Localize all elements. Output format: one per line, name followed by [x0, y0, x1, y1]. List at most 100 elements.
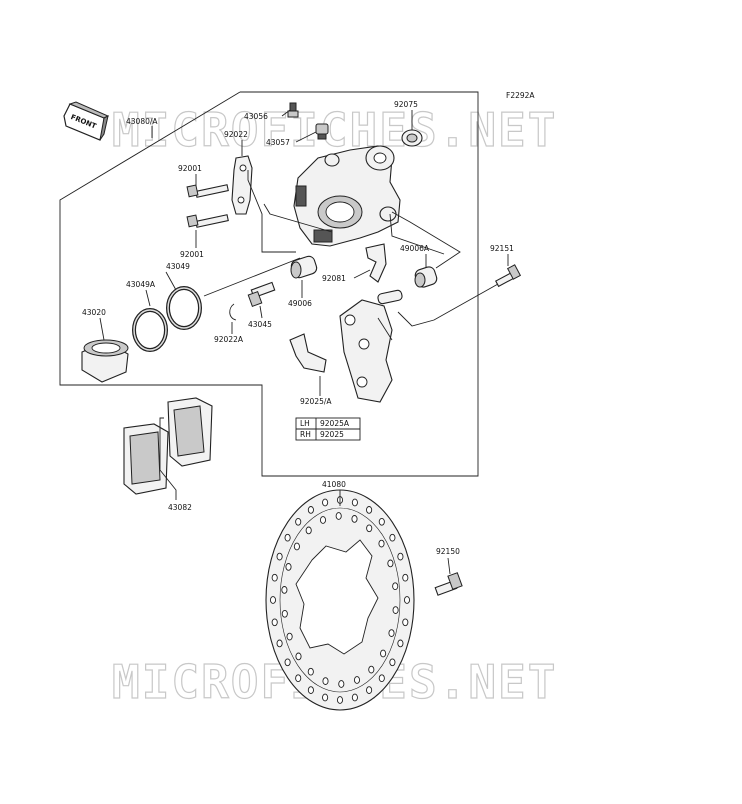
boot-92075 — [401, 129, 423, 147]
front-arrow-icon — [63, 101, 110, 141]
bolt-92151 — [495, 264, 522, 288]
disc-hole — [351, 515, 358, 523]
side-table: LH 92025A RH 92025 — [295, 417, 361, 441]
disc-hole — [392, 582, 399, 591]
figure-code: F2292A — [506, 91, 535, 100]
disc-hole — [307, 667, 314, 676]
disc-hole — [378, 539, 385, 548]
disc-hole — [366, 686, 373, 694]
label-43020: 43020 — [82, 308, 106, 317]
label-43049a: 43049A — [126, 280, 156, 289]
leader-lines — [99, 109, 509, 575]
label-92001-top: 92001 — [178, 164, 202, 173]
label-49006: 49006 — [288, 299, 312, 308]
label-49006a: 49006A — [400, 244, 430, 253]
disc-hole — [307, 506, 314, 514]
disc-hole — [366, 524, 373, 533]
disc-hole — [353, 676, 361, 684]
bleeder-valve — [287, 102, 299, 118]
disc-hole — [389, 533, 396, 542]
brake-pads-43082 — [123, 397, 213, 495]
label-92022a: 92022A — [214, 335, 244, 344]
disc-hole — [402, 618, 409, 627]
watermark-top: MICROFICHES.NET — [112, 103, 557, 157]
disc-hole — [276, 552, 283, 561]
disc-hole — [351, 693, 358, 702]
disc-hole — [307, 686, 314, 694]
table-side-rh: RH — [300, 430, 311, 439]
disc-hole — [269, 596, 277, 604]
disc-hole — [322, 677, 329, 685]
plate-92025a — [289, 333, 327, 373]
piston-43020 — [81, 339, 129, 383]
label-92081: 92081 — [322, 274, 346, 283]
disc-hole — [293, 542, 300, 551]
part-labels: 43080/A 43056 92075 43057 92022 92001 92… — [82, 100, 514, 556]
pin-43045 — [247, 281, 276, 307]
label-92001-bottom: 92001 — [180, 250, 204, 259]
caliper-body — [293, 145, 401, 247]
label-92022: 92022 — [224, 130, 248, 139]
disc-hole — [319, 516, 327, 524]
bolt-92001-top — [186, 184, 229, 198]
sleeve-49006 — [290, 255, 318, 279]
disc-hole — [403, 596, 411, 604]
disc-hole — [286, 632, 293, 641]
disc-hole — [336, 696, 344, 704]
seal-43049 — [166, 286, 202, 330]
disc-hole — [276, 639, 283, 648]
disc-hole — [335, 512, 342, 520]
disc-hole — [389, 658, 396, 667]
label-43080a: 43080/A — [126, 117, 158, 126]
disc-hole — [322, 693, 329, 702]
disc-hole — [281, 586, 288, 594]
spring-92081 — [365, 243, 387, 283]
disc-hole — [397, 552, 404, 561]
label-43045: 43045 — [248, 320, 272, 329]
label-92150: 92150 — [436, 547, 460, 556]
disc-hole — [305, 526, 312, 535]
label-43082: 43082 — [168, 503, 192, 512]
disc-hole — [284, 533, 291, 542]
label-41080: 41080 — [322, 480, 346, 489]
bolt-92150 — [434, 572, 463, 596]
disc-hole — [366, 506, 373, 514]
disc-hole — [284, 658, 291, 667]
table-side-lh: LH — [300, 419, 310, 428]
disc-hole — [295, 652, 302, 661]
disc-hole — [378, 517, 385, 526]
disc-hole — [351, 498, 358, 507]
disc-hole — [397, 639, 404, 648]
disc-hole — [295, 517, 302, 526]
disc-hole — [271, 573, 278, 582]
boot-49006a — [414, 266, 438, 288]
table-part-rh: 92025 — [320, 430, 344, 439]
disc-hole — [378, 674, 385, 683]
disc-hole — [322, 498, 329, 507]
disc-hole — [392, 606, 399, 614]
disc-hole — [387, 559, 394, 568]
brake-disc-41080 — [265, 489, 415, 711]
disc-hole — [295, 674, 302, 683]
bleeder-cap — [315, 123, 329, 140]
lock-plate-92022 — [231, 155, 253, 215]
label-43056: 43056 — [244, 112, 268, 121]
label-92025a-main: 92025/A — [300, 397, 332, 406]
bolt-92001-bottom — [186, 214, 229, 228]
disc-hole — [285, 563, 292, 571]
caliper-bracket — [339, 289, 403, 403]
table-part-lh: 92025A — [320, 419, 350, 428]
disc-hole — [388, 629, 395, 637]
disc-hole — [380, 649, 387, 658]
disc-hole — [281, 609, 288, 618]
disc-hole — [402, 573, 409, 582]
disc-hole — [338, 680, 345, 688]
disc-hole — [368, 665, 375, 674]
disc-hole — [271, 618, 278, 627]
assembly-boundary — [59, 91, 479, 477]
seal-43049a — [132, 308, 168, 352]
label-92075: 92075 — [394, 100, 418, 109]
label-43049: 43049 — [166, 262, 190, 271]
label-92151: 92151 — [490, 244, 514, 253]
